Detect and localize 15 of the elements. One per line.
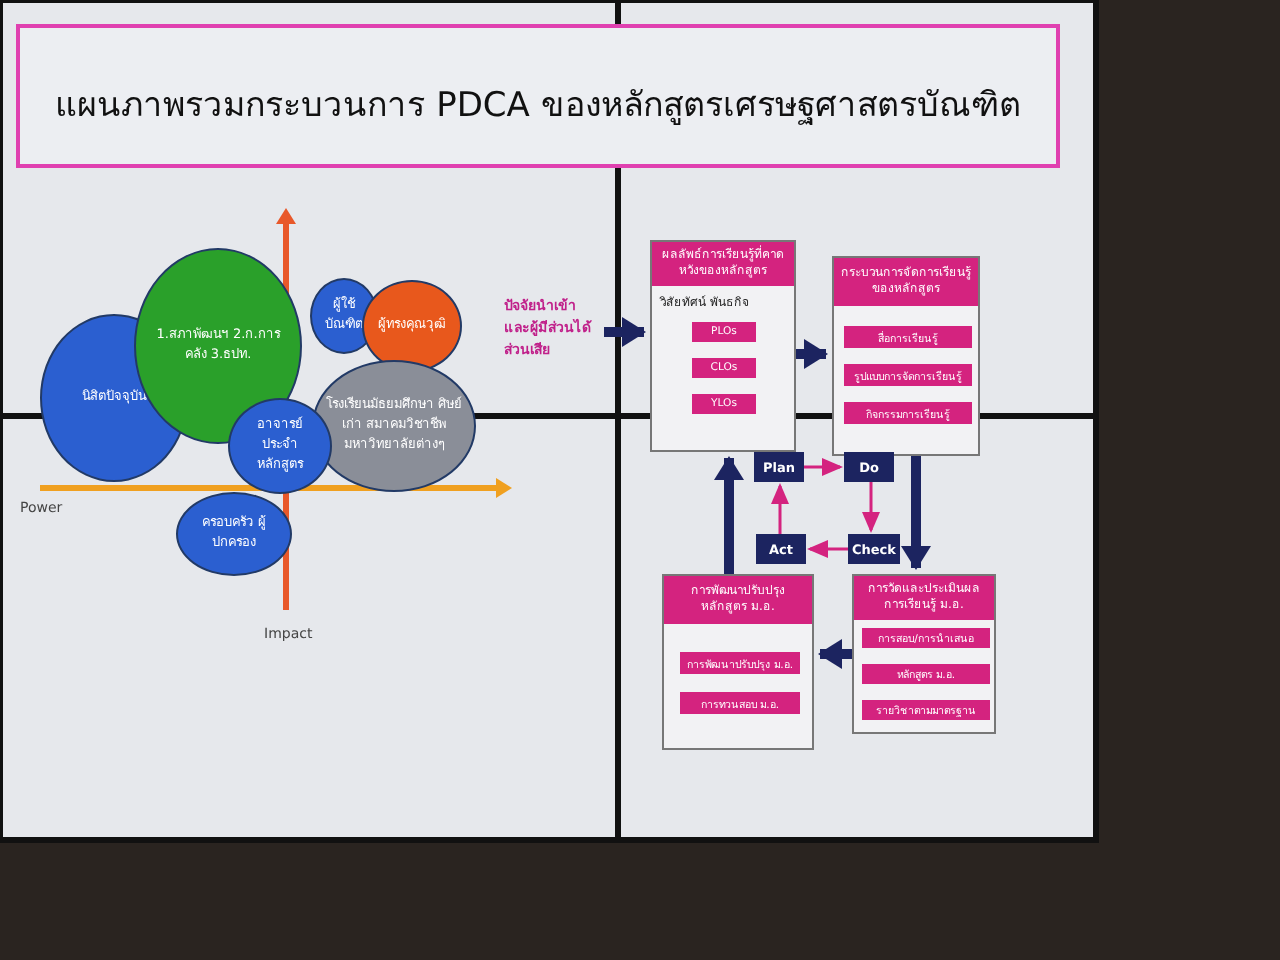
panel-box xyxy=(662,574,814,750)
panel-box xyxy=(832,256,980,456)
arrow xyxy=(818,639,852,669)
panel-box xyxy=(852,574,996,734)
title-text: แผนภาพรวมกระบวนการ PDCA ของหลักสูตรเศรษฐศาสตรบัณฑิต xyxy=(53,84,1023,130)
panel-box xyxy=(650,240,796,452)
arrow xyxy=(604,317,646,347)
arrow xyxy=(862,482,880,533)
title-box xyxy=(16,24,1060,168)
arrow xyxy=(804,458,843,476)
arrow xyxy=(807,540,848,558)
arrow xyxy=(901,456,931,570)
arrow xyxy=(771,483,789,534)
arrow xyxy=(796,339,828,369)
arrow xyxy=(714,456,744,574)
